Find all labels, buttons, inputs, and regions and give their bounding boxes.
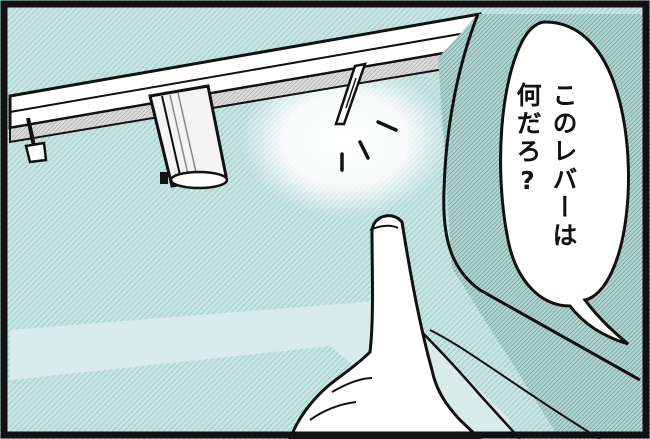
light-glow-icon — [240, 62, 450, 218]
pointing-finger-icon — [288, 214, 483, 439]
cylinder-fixture — [148, 84, 229, 190]
speech-line-2: 何だろ? — [513, 82, 542, 198]
emphasis-marks — [340, 120, 398, 172]
lever-icon — [334, 62, 367, 126]
speech-bubble-icon — [499, 20, 630, 346]
left-fixture — [24, 117, 48, 164]
beam-edge-line — [9, 29, 484, 113]
counter-edge-2 — [429, 329, 601, 439]
wall-edge-line — [442, 13, 641, 382]
speech-line-1: このレバーは — [549, 82, 578, 250]
